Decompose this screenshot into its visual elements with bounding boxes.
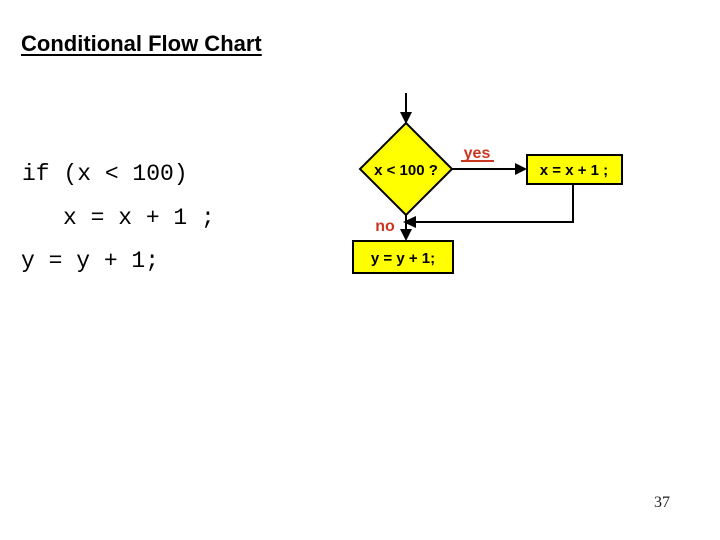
increment-x-box — [526, 154, 623, 185]
return-arrowhead-icon — [403, 216, 416, 228]
increment-x-label: x = x + 1 ; — [540, 162, 608, 179]
code-line-increment-x: x = x + 1 ; — [63, 205, 215, 231]
slide-title: Conditional Flow Chart — [21, 31, 262, 56]
code-line-if-statement: if (x < 100) — [22, 161, 188, 187]
code-line-increment-y: y = y + 1; — [21, 248, 160, 274]
page-number: 37 — [654, 494, 670, 511]
entry-arrowhead-icon — [400, 112, 412, 124]
increment-y-box — [352, 240, 454, 274]
increment-y-label: y = y + 1; — [371, 250, 435, 267]
decision-label: x < 100 ? — [374, 162, 438, 179]
no-arrowhead-icon — [400, 229, 412, 241]
yes-arrowhead-icon — [515, 163, 527, 175]
no-label: no — [375, 218, 395, 235]
return-connector-line — [415, 183, 574, 223]
yes-label: yes — [464, 145, 491, 162]
